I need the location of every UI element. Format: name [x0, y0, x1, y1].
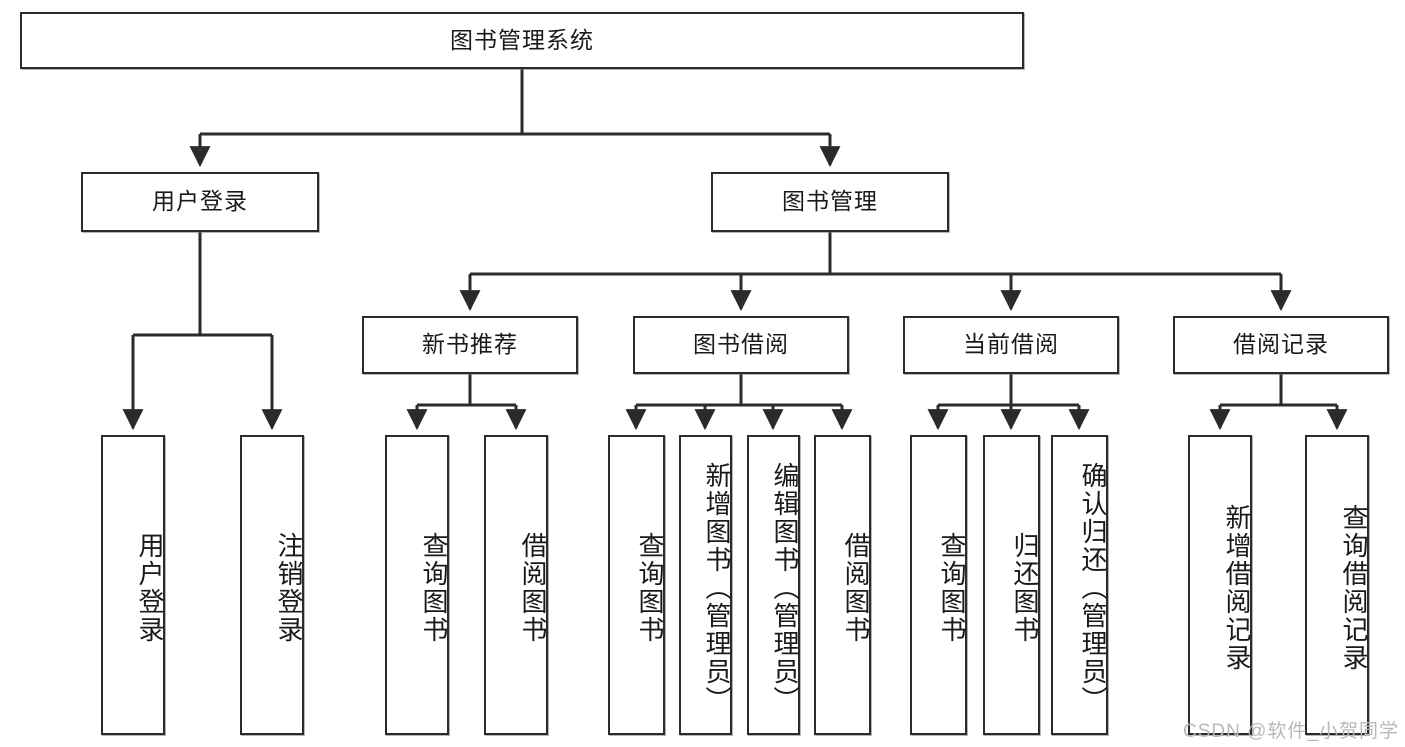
node-leaf-confirm-return-label: 确认归还（管理员）	[1078, 462, 1108, 714]
node-book-manage[interactable]: 图书管理	[711, 172, 949, 232]
node-leaf-return-book-label: 归还图书	[1010, 532, 1040, 644]
edge-user-login-to-leaves	[122, 232, 283, 431]
node-leaf-return-book[interactable]: 归还图书	[983, 435, 1040, 735]
node-leaf-user-login-label: 用户登录	[135, 532, 165, 644]
node-root[interactable]: 图书管理系统	[20, 12, 1024, 69]
edge-borrow-records-to-leaves	[1209, 374, 1348, 431]
node-leaf-add-book-label: 新增图书（管理员）	[702, 462, 732, 714]
csdn-watermark: CSDN @软件_小贺同学	[1183, 721, 1399, 742]
node-leaf-query-book-2-label: 查询图书	[635, 532, 665, 644]
node-leaf-query-book-3-label: 查询图书	[937, 532, 967, 644]
node-leaf-query-book-1-label: 查询图书	[419, 532, 449, 644]
edge-current-borrow-to-leaves	[927, 374, 1090, 431]
node-leaf-edit-book[interactable]: 编辑图书（管理员）	[747, 435, 800, 735]
node-book-manage-label: 图书管理	[782, 188, 878, 215]
node-leaf-borrow-book-1-label: 借阅图书	[518, 532, 548, 644]
node-leaf-logout[interactable]: 注销登录	[240, 435, 304, 735]
node-leaf-confirm-return[interactable]: 确认归还（管理员）	[1051, 435, 1108, 735]
node-user-login[interactable]: 用户登录	[81, 172, 319, 232]
node-user-login-label: 用户登录	[152, 188, 248, 215]
node-leaf-borrow-book-2[interactable]: 借阅图书	[814, 435, 871, 735]
node-leaf-borrow-book-1[interactable]: 借阅图书	[484, 435, 548, 735]
node-root-label: 图书管理系统	[450, 26, 594, 53]
node-leaf-query-record-label: 查询借阅记录	[1339, 504, 1369, 672]
edge-new-book-recommend-to-leaves	[406, 374, 527, 431]
node-leaf-query-book-2[interactable]: 查询图书	[608, 435, 665, 735]
node-leaf-edit-book-label: 编辑图书（管理员）	[770, 462, 800, 714]
node-leaf-query-book-1[interactable]: 查询图书	[385, 435, 449, 735]
node-book-borrow[interactable]: 图书借阅	[633, 316, 849, 374]
node-borrow-records[interactable]: 借阅记录	[1173, 316, 1389, 374]
node-leaf-logout-label: 注销登录	[274, 532, 304, 644]
node-leaf-add-record[interactable]: 新增借阅记录	[1188, 435, 1252, 735]
node-leaf-add-book[interactable]: 新增图书（管理员）	[679, 435, 732, 735]
node-leaf-query-book-3[interactable]: 查询图书	[910, 435, 967, 735]
edge-book-manage-to-level2	[459, 232, 1292, 312]
node-leaf-add-record-label: 新增借阅记录	[1222, 504, 1252, 672]
node-new-book-recommend-label: 新书推荐	[422, 331, 518, 358]
node-borrow-records-label: 借阅记录	[1233, 331, 1329, 358]
edge-book-borrow-to-leaves	[625, 374, 853, 431]
node-leaf-user-login[interactable]: 用户登录	[101, 435, 165, 735]
node-current-borrow[interactable]: 当前借阅	[903, 316, 1119, 374]
node-leaf-query-record[interactable]: 查询借阅记录	[1305, 435, 1369, 735]
node-new-book-recommend[interactable]: 新书推荐	[362, 316, 578, 374]
node-book-borrow-label: 图书借阅	[693, 331, 789, 358]
node-leaf-borrow-book-2-label: 借阅图书	[841, 532, 871, 644]
node-current-borrow-label: 当前借阅	[963, 331, 1059, 358]
edge-root-to-level1	[189, 69, 841, 168]
